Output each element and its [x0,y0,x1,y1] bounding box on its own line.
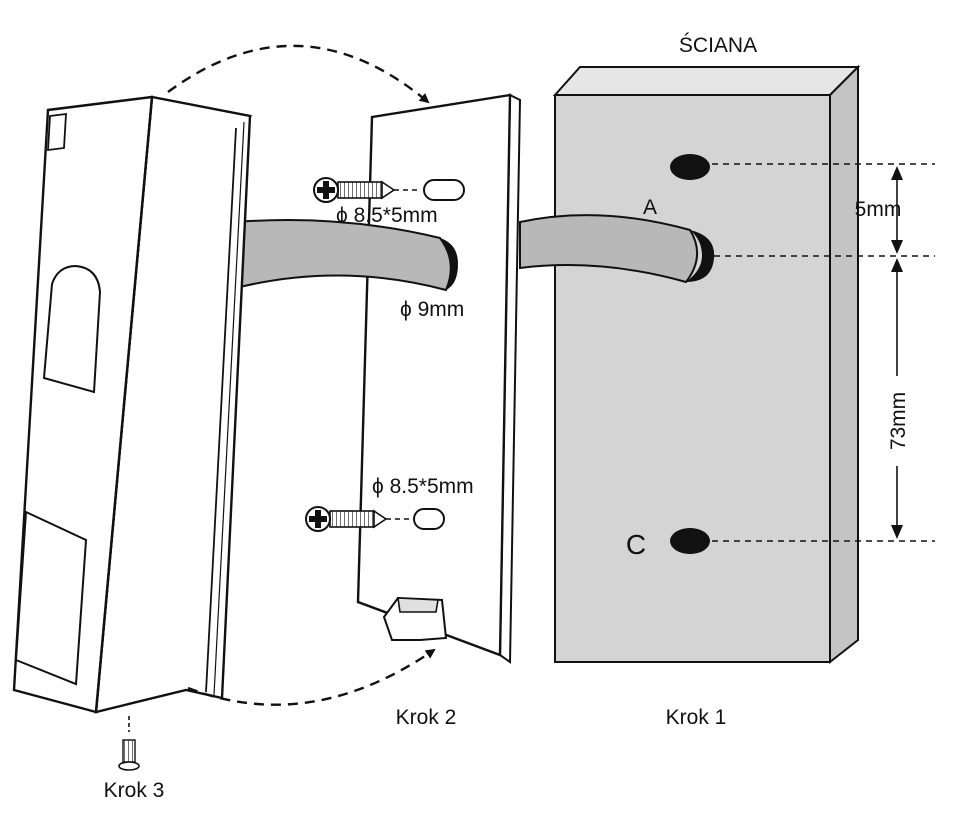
dimension-guides [712,163,935,542]
hole-a-label: A [643,196,657,219]
wall-label: ŚCIANA [679,33,757,57]
cable-hole-size: ϕ 9mm [400,298,464,321]
cable-hole-a [686,230,715,282]
step2-label: Krok 2 [396,706,457,729]
upper-screw [313,177,420,203]
bottom-fixing-screw [118,716,140,771]
dimension-arrow-73mm [891,258,903,539]
plate-lower-slot [413,508,445,530]
wall-side-face [829,64,859,665]
dimension-5mm-label: 5mm [855,198,902,221]
upper-screw-hole [670,154,710,180]
plate-cable-hole [440,238,458,290]
assembly-arrow-top [167,44,430,104]
wall [552,64,861,665]
step1-label: Krok 1 [666,706,727,729]
reader-housing [12,95,253,714]
step3-label: Krok 3 [104,779,165,802]
assembly-arrow-bottom [187,648,436,706]
plate-upper-slot [423,179,465,201]
cable-wall-segment [519,214,698,284]
lower-screw [305,506,410,532]
reader-led-notch [47,112,67,152]
lower-screw-hole [670,528,710,554]
wall-front-face [554,94,831,663]
dimension-arrow-5mm [891,166,903,254]
plate-latch-tab [382,596,448,641]
dimension-73mm-label: 73mm [887,392,910,450]
lower-screw-hole-size: ϕ 8.5*5mm [372,475,474,498]
upper-screw-hole-size: ϕ 8.5*5mm [336,204,438,227]
wall-top-face [552,66,861,96]
reader-card-area [14,510,88,686]
hole-c-label: C [626,529,646,560]
reader-window-icon [42,264,102,394]
